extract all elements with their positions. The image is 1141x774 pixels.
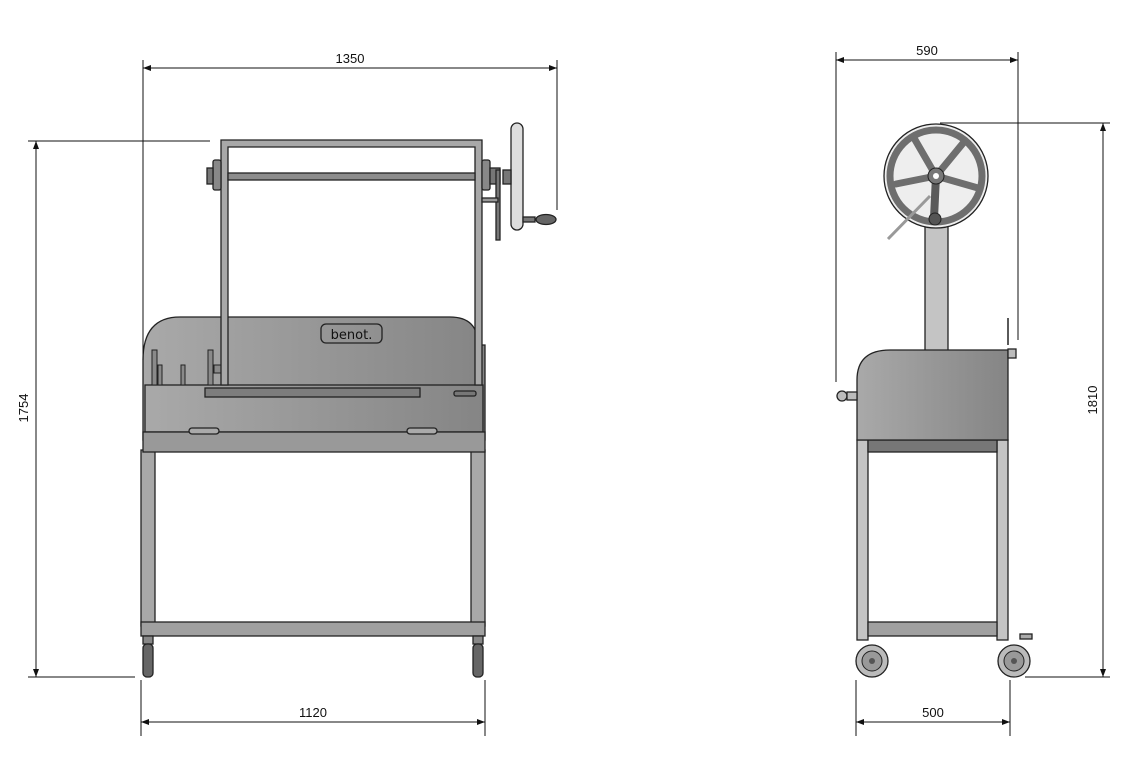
caster-left [142, 635, 154, 678]
rotisserie-frame [206, 139, 501, 386]
left-leg [140, 449, 156, 627]
dimension-500: 500 [855, 680, 1011, 736]
dim-label-1810: 1810 [1085, 386, 1100, 415]
handwheel-side[interactable] [883, 123, 989, 241]
dimension-1754: 1754 [16, 140, 210, 678]
spit-rod [227, 172, 476, 181]
base-band [142, 431, 486, 453]
front-latch-left [188, 427, 220, 435]
side-handle [453, 390, 477, 397]
handwheel-front[interactable] [502, 122, 557, 231]
dimension-1350: 1350 [142, 51, 558, 360]
front-handle-bar [204, 387, 421, 398]
spit-holders [151, 349, 223, 386]
right-leg [470, 449, 486, 627]
side-view: 590 1810 500 [835, 43, 1110, 736]
caster-right [472, 635, 484, 678]
dimension-1810: 1810 [940, 122, 1110, 678]
right-bearing [481, 159, 491, 191]
dimension-590: 590 [835, 43, 1019, 382]
dim-label-1754: 1754 [16, 394, 31, 423]
dim-label-590: 590 [916, 43, 938, 58]
dim-label-500: 500 [922, 705, 944, 720]
bottom-rail [140, 621, 486, 637]
dimension-1120: 1120 [140, 680, 486, 736]
side-leg-rear [996, 439, 1009, 641]
side-body [856, 349, 1009, 441]
front-latch-right [406, 427, 438, 435]
side-shelf [867, 621, 998, 637]
side-knob [836, 390, 848, 402]
dim-label-1350: 1350 [336, 51, 365, 66]
side-leg-front [856, 439, 869, 641]
dim-label-1120: 1120 [299, 705, 327, 720]
front-view: benot. 1350 [16, 51, 558, 736]
crank-handle[interactable] [522, 216, 536, 223]
benot-logo: benot. [320, 323, 383, 344]
gear-plate [495, 169, 501, 241]
logo-text: benot. [331, 328, 373, 343]
left-bearing [212, 159, 222, 191]
side-caster-front [855, 644, 889, 678]
side-caster-rear [997, 633, 1033, 678]
